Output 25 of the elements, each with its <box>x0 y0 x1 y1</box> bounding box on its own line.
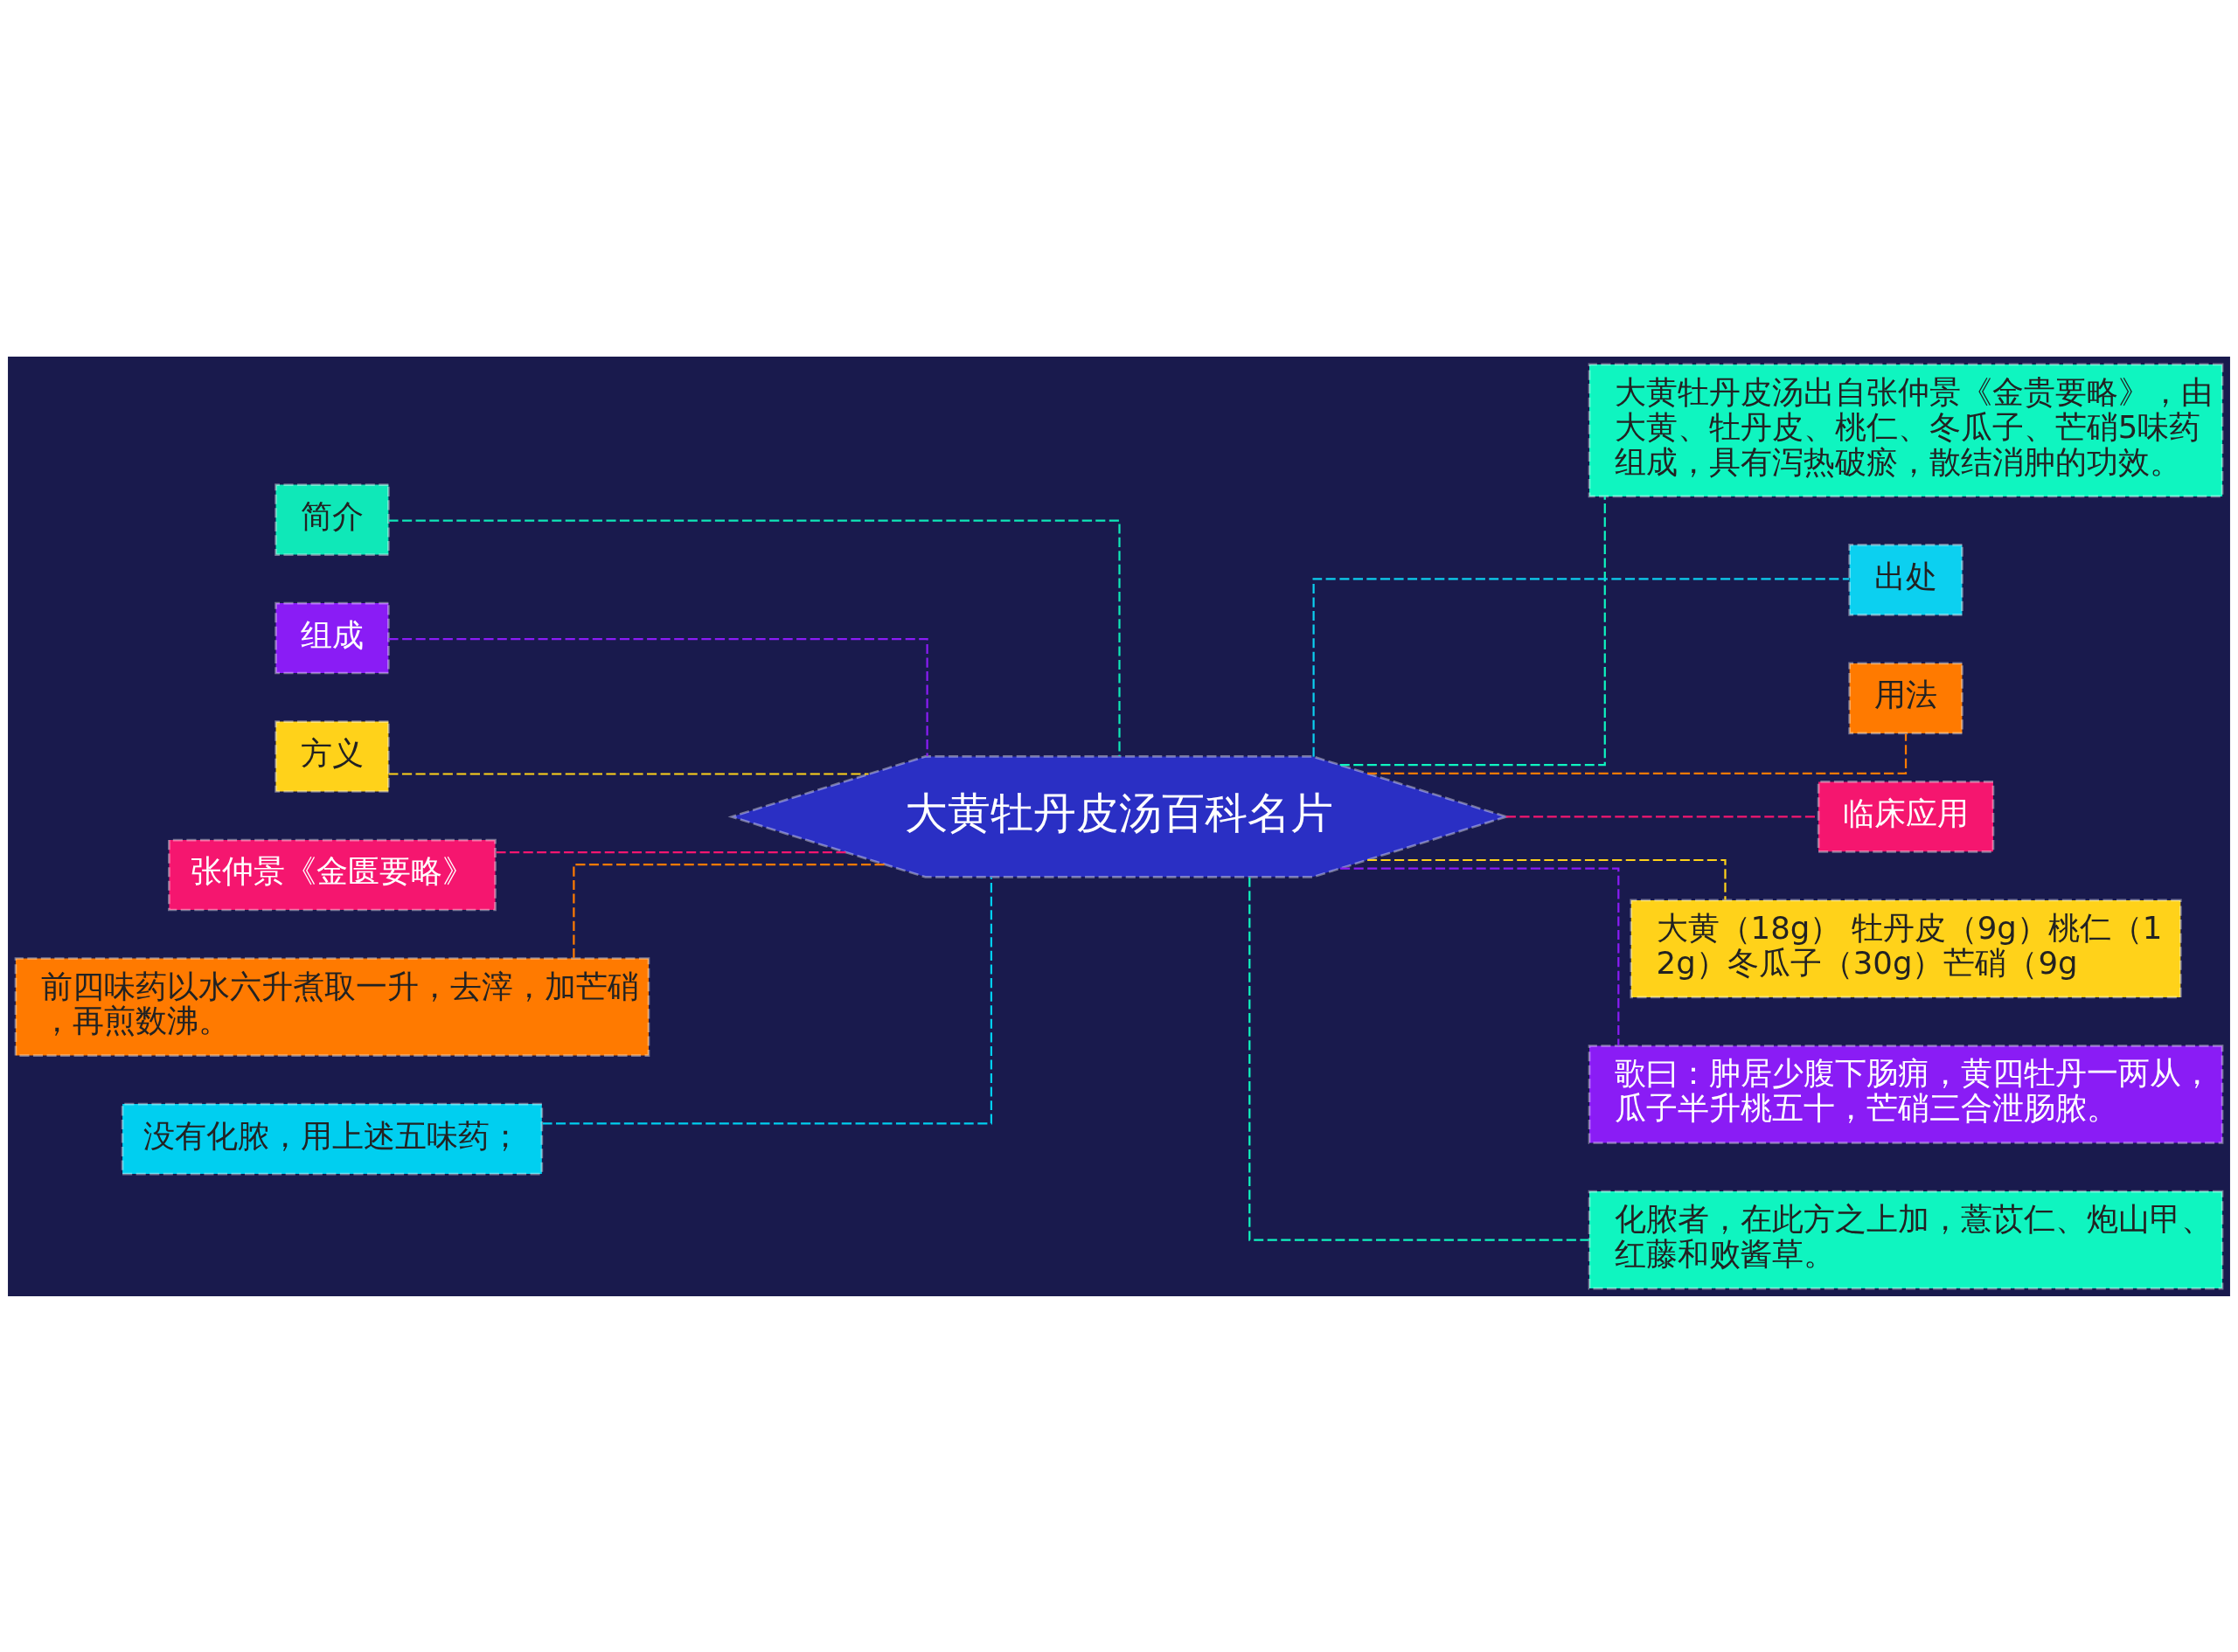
node-box: 方义 <box>275 719 390 793</box>
node-box: 出处 <box>1848 543 1963 616</box>
node-box: 简介 <box>275 482 390 556</box>
connector <box>1367 858 1727 899</box>
connector <box>1312 577 1850 757</box>
node-box: 前四味药以水六升煮取一升，去滓，加芒硝，再煎数沸。 <box>14 956 650 1057</box>
connector <box>573 863 886 958</box>
node-box: 大黄（18g） 牡丹皮（9g）桃仁（12g）冬瓜子（30g）芒硝（9g <box>1630 899 2182 998</box>
node-box: 临床应用 <box>1817 780 1995 853</box>
connector <box>388 519 1121 756</box>
node-box: 组成 <box>275 601 390 674</box>
node-box: 用法 <box>1848 662 1963 734</box>
connector <box>542 877 992 1124</box>
node-box: 歌曰：肿居少腹下肠痈，黄四牡丹一两从，瓜子半升桃五十，芒硝三合泄肠脓。 <box>1588 1044 2224 1144</box>
connector <box>496 850 846 853</box>
node-box: 大黄牡丹皮汤出自张仲景《金贵要略》，由大黄、牡丹皮、桃仁、冬瓜子、芒硝5味药组成，具有泻热破瘀，散结消肿的功效。 <box>1588 363 2224 497</box>
node-box: 化脓者，在此方之上加，薏苡仁、炮山甲、红藤和败酱草。 <box>1588 1190 2224 1289</box>
connector <box>388 772 869 775</box>
node-box: 没有化脓，用上述五味药； <box>121 1102 544 1175</box>
connector <box>388 637 928 756</box>
connector <box>1340 867 1620 1045</box>
connector <box>1248 877 1589 1241</box>
connector <box>1367 733 1908 774</box>
connector <box>1339 496 1606 766</box>
node-box: 张仲景《金匮要略》 <box>168 838 497 911</box>
